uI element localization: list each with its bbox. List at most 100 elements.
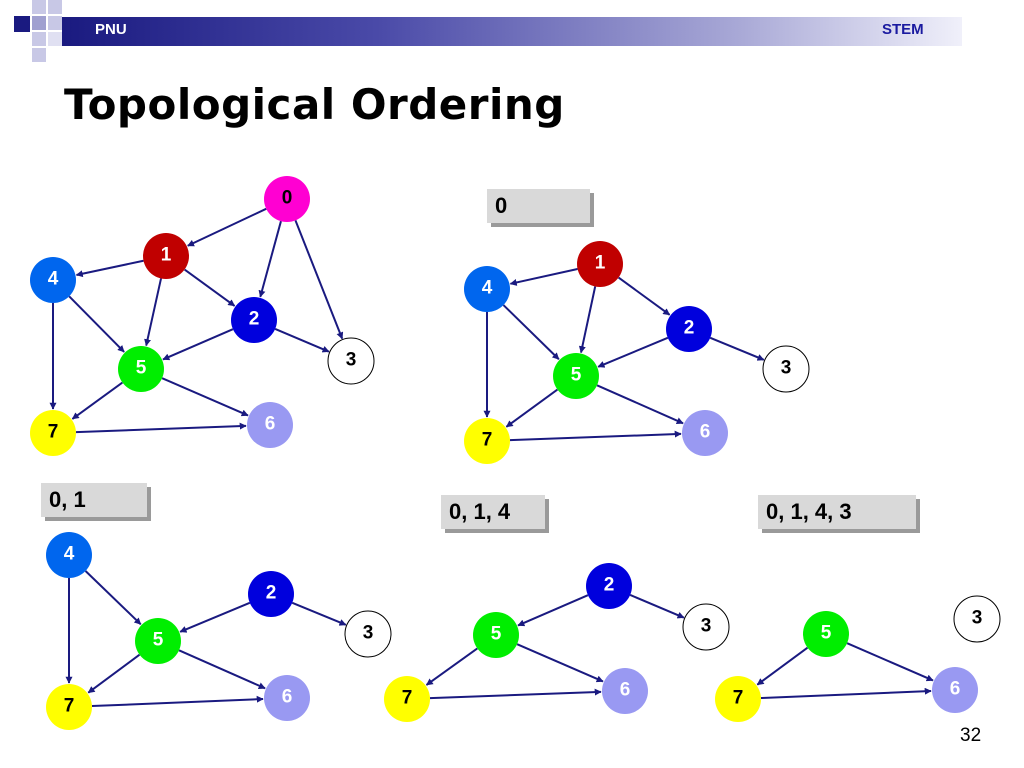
corner-decoration [0, 0, 80, 64]
edge-7-to-6 [91, 695, 264, 708]
node-3-circle [762, 345, 810, 393]
node-6-circle [602, 668, 648, 714]
ordering-box-1: 0 [487, 189, 590, 223]
node-1-circle [143, 233, 189, 279]
header-right-label: STEM [882, 21, 924, 38]
node-7-label: 7 [482, 430, 493, 451]
node-4-label: 4 [482, 278, 493, 299]
header-bar [62, 17, 962, 46]
node-3-label: 3 [781, 358, 792, 379]
node-5-circle [473, 612, 519, 658]
edge-5-to-6 [846, 642, 934, 682]
node-7-circle [384, 676, 430, 722]
node-4-circle [46, 532, 92, 578]
edge-7-to-6 [509, 430, 682, 442]
node-2-label: 2 [266, 583, 277, 604]
node-3-circle [344, 610, 392, 658]
node-5-circle [118, 346, 164, 392]
edge-4-to-5 [68, 295, 125, 353]
edge-0-to-1 [187, 207, 267, 247]
node-3-label: 3 [363, 623, 374, 644]
node-7-circle [715, 676, 761, 722]
edge-7-to-6 [429, 688, 602, 700]
node-3-circle [327, 337, 375, 385]
edge-0-to-2 [258, 220, 282, 298]
node-2-circle [666, 306, 712, 352]
node-7-label: 7 [402, 688, 413, 709]
node-2-label: 2 [249, 309, 260, 330]
node-5-label: 5 [821, 623, 832, 644]
node-2-circle [586, 563, 632, 609]
node-1-circle [577, 241, 623, 287]
node-5-circle [135, 618, 181, 664]
node-3-circle [682, 603, 730, 651]
node-7-label: 7 [64, 696, 75, 717]
graph-1: 1 2 3 4 5 6 7 [464, 241, 810, 464]
graph-4: 3 5 6 7 [715, 595, 1001, 722]
node-7-label: 7 [733, 688, 744, 709]
node-6-label: 6 [950, 679, 961, 700]
edge-1-to-2 [184, 268, 236, 307]
page-title: Topological Ordering [64, 80, 565, 129]
ordering-box-3: 0, 1, 4 [441, 495, 545, 529]
node-2-label: 2 [684, 318, 695, 339]
edge-1-to-4 [75, 259, 144, 278]
node-6-circle [264, 675, 310, 721]
node-6-label: 6 [620, 680, 631, 701]
edge-2-to-5 [179, 601, 251, 633]
node-2-circle [248, 571, 294, 617]
edge-5-to-6 [161, 377, 249, 417]
node-6-label: 6 [700, 422, 711, 443]
node-0-label: 0 [282, 188, 293, 209]
node-4-label: 4 [48, 269, 59, 290]
node-2-label: 2 [604, 575, 615, 596]
node-3-label: 3 [972, 608, 983, 629]
edge-1-to-5 [144, 278, 163, 347]
edge-5-to-7 [425, 647, 478, 686]
node-4-circle [464, 266, 510, 312]
node-5-circle [803, 611, 849, 657]
node-5-label: 5 [491, 624, 502, 645]
node-6-label: 6 [282, 687, 293, 708]
node-4-circle [30, 257, 76, 303]
edge-5-to-7 [505, 388, 559, 428]
edge-5-to-6 [596, 384, 684, 425]
edge-5-to-7 [71, 381, 123, 420]
node-0-circle [264, 176, 310, 222]
edge-2-to-3 [629, 594, 685, 619]
edge-2-to-5 [162, 328, 234, 361]
node-7-circle [46, 684, 92, 730]
edge-0-to-3 [294, 220, 344, 340]
edge-2-to-3 [274, 328, 330, 353]
node-5-circle [553, 353, 599, 399]
edge-2-to-5 [517, 594, 589, 627]
edge-4-to-5 [502, 304, 560, 360]
ordering-box-2: 0, 1 [41, 483, 147, 517]
node-2-circle [231, 297, 277, 343]
ordering-box-4: 0, 1, 4, 3 [758, 495, 916, 529]
edge-1-to-5 [578, 286, 597, 354]
edge-5-to-7 [87, 653, 141, 694]
node-6-label: 6 [265, 414, 276, 435]
page-number: 32 [960, 725, 982, 746]
header-left-label: PNU [95, 21, 127, 38]
edge-5-to-7 [756, 646, 809, 686]
node-7-circle [464, 418, 510, 464]
edge-5-to-6 [178, 649, 266, 690]
node-1-label: 1 [595, 253, 606, 274]
edge-2-to-3 [709, 336, 765, 361]
node-5-label: 5 [153, 630, 164, 651]
edge-2-to-5 [597, 336, 669, 368]
node-3-label: 3 [701, 616, 712, 637]
node-6-circle [682, 410, 728, 456]
node-6-circle [932, 667, 978, 713]
node-5-label: 5 [571, 365, 582, 386]
edge-1-to-2 [617, 276, 671, 316]
node-7-circle [30, 410, 76, 456]
node-3-label: 3 [346, 350, 357, 371]
graph-3: 2 3 5 6 7 [384, 563, 730, 722]
node-6-circle [247, 402, 293, 448]
